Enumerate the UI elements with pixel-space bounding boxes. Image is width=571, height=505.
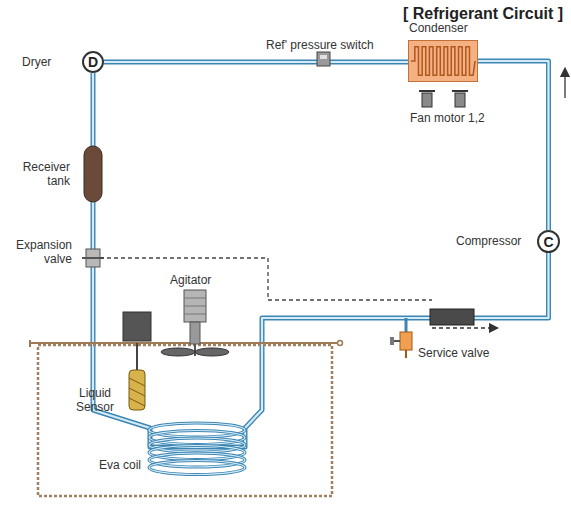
part-label: Fan motor 1,2 xyxy=(410,111,485,125)
part-label: Ref' pressure switch xyxy=(266,38,374,52)
refrigerant-pipe xyxy=(104,62,408,63)
lid-cap xyxy=(338,341,343,346)
fan-motor xyxy=(419,91,468,107)
receiver-tank xyxy=(84,146,102,202)
refrigerant-pipe xyxy=(93,73,549,447)
circle-letter: C xyxy=(543,235,553,249)
lid-cap xyxy=(29,340,31,347)
tank-outline xyxy=(38,345,332,496)
part-label: Dryer xyxy=(22,55,51,69)
flow-arrow xyxy=(564,72,565,98)
pressure-switch xyxy=(320,55,327,59)
part-label: Liquid Sensor xyxy=(66,386,124,414)
flow-arrow xyxy=(432,327,494,328)
service-valve xyxy=(390,318,412,358)
component-circle: C xyxy=(537,230,560,253)
part-label: Compressor xyxy=(456,234,521,248)
part-label: Expansion valve xyxy=(2,238,72,266)
liquid-sensor xyxy=(123,312,151,410)
part-label: Agitator xyxy=(170,273,211,287)
sensing-bulb xyxy=(430,309,474,325)
diagram-title: [ Refrigerant Circuit ] xyxy=(403,5,563,23)
part-label: Service valve xyxy=(418,346,489,360)
circle-letter: D xyxy=(88,55,98,69)
condenser-box: Condenser xyxy=(408,40,478,82)
component-label: Condenser xyxy=(409,21,468,35)
refrigerant-pipe xyxy=(478,61,549,230)
capillary-line xyxy=(100,258,432,300)
component-circle: D xyxy=(82,51,104,73)
agitator xyxy=(161,290,229,356)
lid-line xyxy=(30,342,340,344)
part-label: Eva coil xyxy=(98,458,142,472)
part-label: Receiver tank xyxy=(8,160,70,188)
pressure-switch xyxy=(317,52,330,66)
eva-coil xyxy=(149,423,245,475)
